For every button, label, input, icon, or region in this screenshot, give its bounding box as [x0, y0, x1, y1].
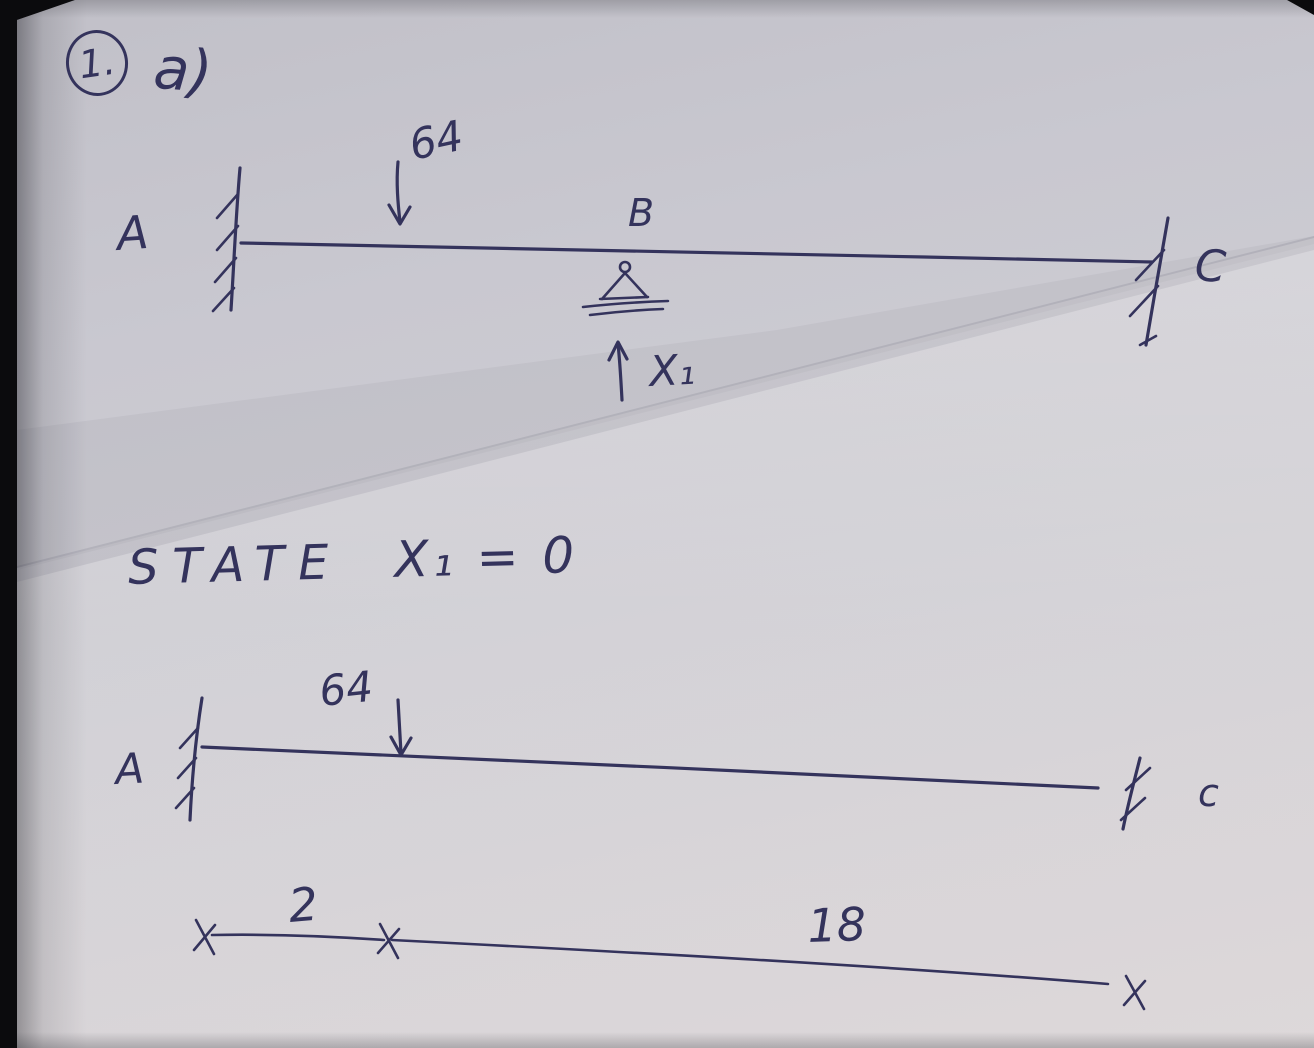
- load-label: 64: [317, 662, 375, 716]
- state-word: STATE: [127, 534, 344, 596]
- support-c: [1128, 216, 1170, 347]
- dimension-line: 2 18: [192, 877, 1147, 1011]
- dimension-segment-right: [390, 938, 1110, 986]
- node-c-label: c: [1198, 771, 1219, 815]
- state-heading: STATE X₁ = 0: [127, 526, 579, 596]
- state-equation: X₁ = 0: [393, 526, 579, 589]
- beam-diagram-primary: 64 A B X₁: [112, 111, 1228, 402]
- node-a-label: A: [111, 744, 145, 795]
- load-label: 64: [405, 111, 467, 170]
- beam-line: [239, 241, 1154, 264]
- node-b-label: B: [628, 191, 654, 235]
- dimension-segment-left: [210, 933, 386, 942]
- node-c-label: C: [1193, 240, 1227, 293]
- redundant-label: X₁: [646, 345, 696, 396]
- beam-line: [200, 745, 1100, 790]
- beam-diagram-state: 64 A c: [111, 662, 1219, 831]
- fixed-support-a: [174, 696, 204, 822]
- part-label: a): [151, 33, 216, 107]
- fixed-support-a: [211, 166, 242, 313]
- node-a-label: A: [112, 205, 150, 261]
- roller-support-b: [581, 260, 670, 317]
- reaction-arrow-up-icon: [607, 340, 629, 402]
- dimension-tick-middle: [376, 922, 401, 960]
- support-c: [1119, 756, 1152, 831]
- problem-number: 1.: [75, 38, 119, 88]
- dimension-tick-right: [1122, 974, 1147, 1011]
- dimension-tick-left: [192, 918, 217, 956]
- span-left-label: 2: [286, 877, 320, 933]
- load-arrow-down-icon: [387, 160, 412, 226]
- span-right-label: 18: [806, 897, 866, 953]
- load-arrow-down-icon: [389, 698, 413, 757]
